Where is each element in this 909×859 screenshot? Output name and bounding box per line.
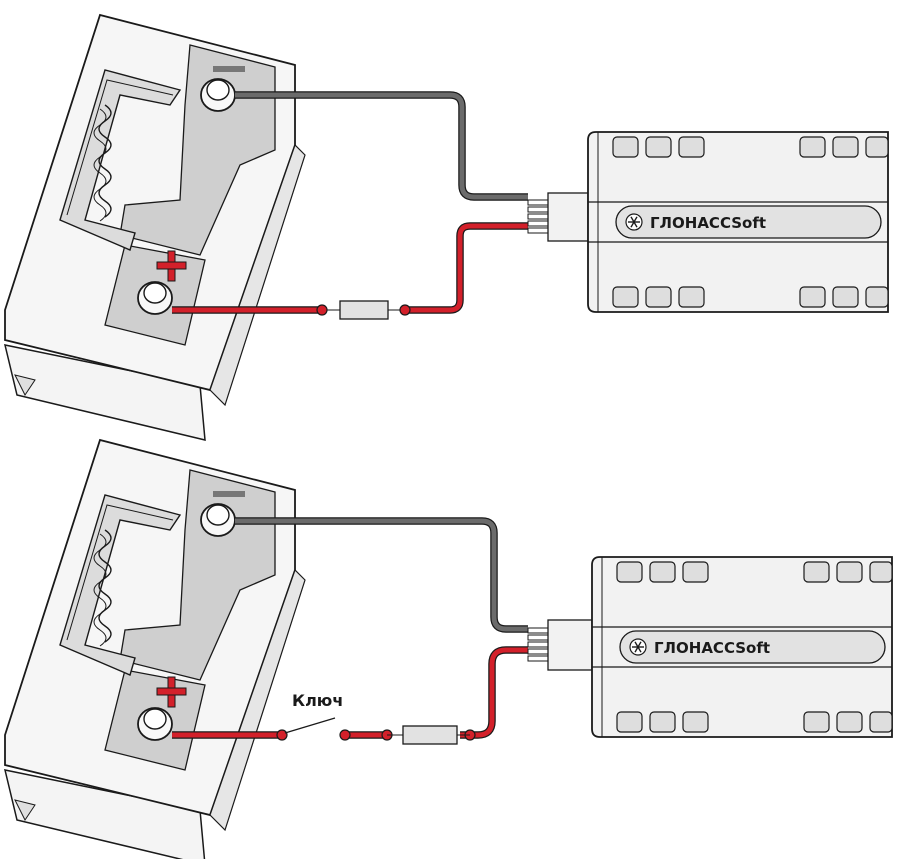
switch-label: Ключ (292, 691, 343, 710)
wire-end (316, 304, 328, 316)
diagram-top: ГЛОНАСCSoft (4, 14, 889, 441)
connector (527, 627, 549, 662)
battery (4, 439, 306, 859)
fuse (402, 725, 458, 745)
negative-terminal (200, 78, 236, 112)
gps-tracker: ГЛОНАСCSoft (591, 556, 893, 738)
positive-terminal (137, 281, 173, 315)
ignition-switch (276, 717, 351, 741)
wire-end (399, 304, 411, 316)
battery (4, 14, 306, 441)
minus-sign (213, 491, 245, 497)
gps-tracker: ГЛОНАСCSoft (587, 131, 889, 313)
plus-sign (156, 250, 187, 282)
minus-sign (213, 66, 245, 72)
diagram-bottom: Ключ ГЛОНАСCSoft (4, 439, 893, 859)
negative-terminal (200, 503, 236, 537)
fuse (339, 300, 389, 320)
tracker-brand-label: ГЛОНАСCSoft (650, 214, 766, 232)
connector (527, 199, 549, 234)
tracker-brand-label: ГЛОНАСCSoft (654, 639, 770, 657)
positive-terminal (137, 707, 173, 741)
snowflake-icon (629, 638, 647, 656)
snowflake-icon (625, 213, 643, 231)
plus-sign (156, 676, 187, 708)
